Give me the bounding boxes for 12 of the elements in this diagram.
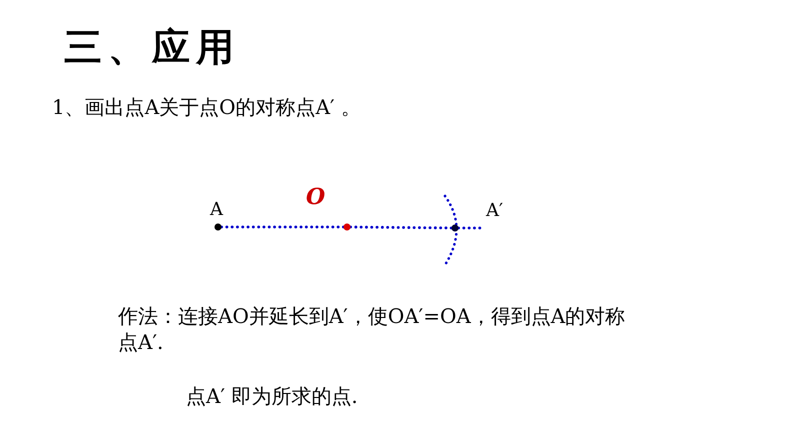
- question-text: 1、画出点A关于点O的对称点A′ 。: [52, 94, 361, 120]
- point-label: A′: [486, 202, 504, 220]
- title: 三、应用: [64, 24, 240, 70]
- point-label: O: [306, 186, 326, 208]
- dotted-line: [220, 226, 345, 228]
- point-label: A: [210, 201, 223, 219]
- dotted-line: [349, 226, 453, 230]
- point: [214, 224, 222, 230]
- point: [344, 224, 350, 230]
- point: [452, 224, 458, 232]
- conclusion-text: 点A′ 即为所求的点.: [186, 383, 358, 409]
- method-text: 作法：连接AO并延长到A′，使OA′=OA，得到点A的对称点A′.: [118, 303, 626, 355]
